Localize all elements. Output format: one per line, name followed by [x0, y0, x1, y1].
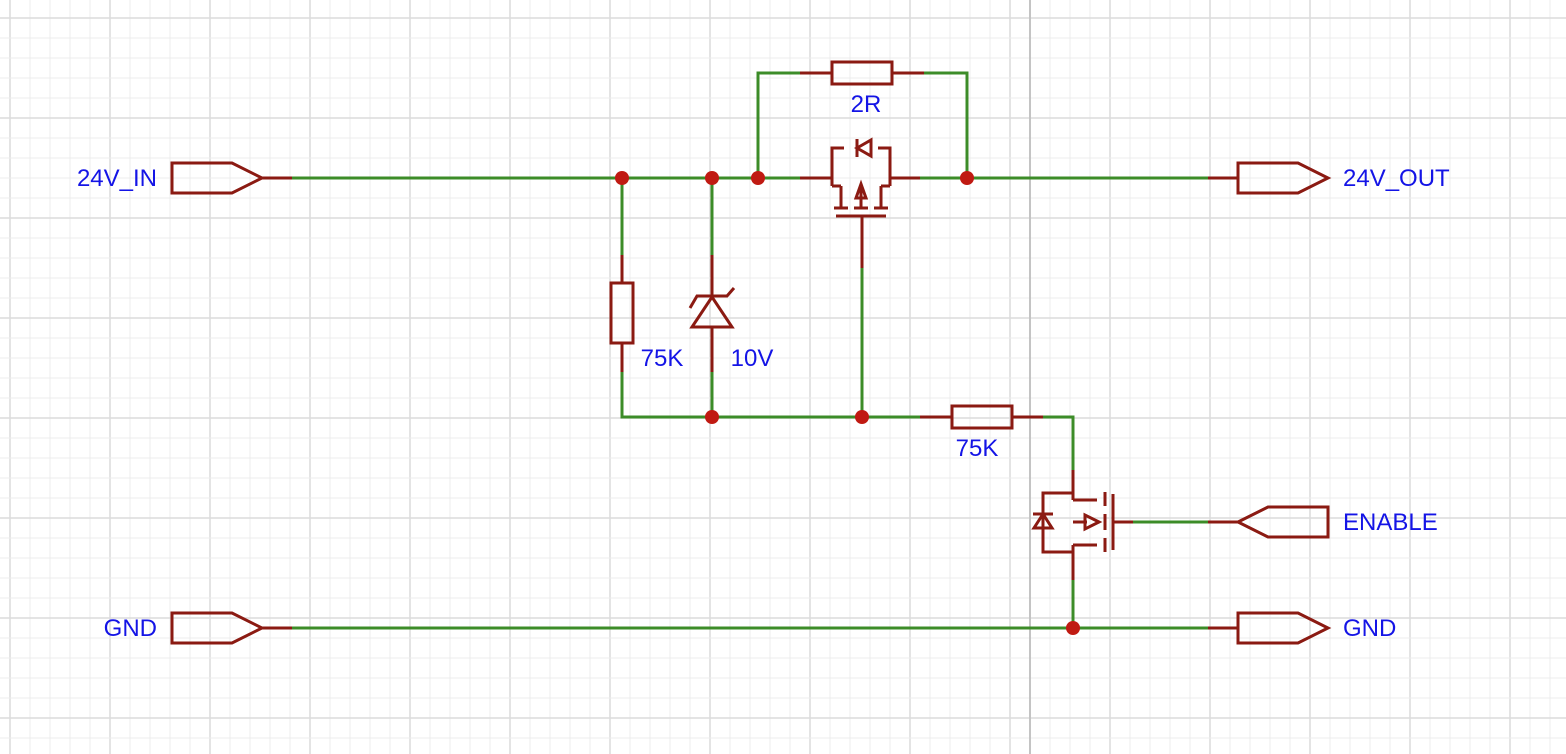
- junction-out-bypass: [960, 171, 974, 185]
- port-gnd-right[interactable]: [1208, 611, 1332, 645]
- components: [609, 60, 1133, 580]
- port-gnd-left[interactable]: [170, 611, 292, 645]
- junction-gate-node: [855, 410, 869, 424]
- junction-in-zener: [705, 171, 719, 185]
- label-gnd-right: GND: [1343, 615, 1396, 642]
- junctions: [615, 171, 1080, 635]
- port-enable[interactable]: [1208, 505, 1330, 539]
- ports: [170, 161, 1332, 645]
- label-bypass-resistor: 2R: [851, 91, 882, 118]
- port-24v-in[interactable]: [170, 161, 292, 195]
- pullup-resistor[interactable]: [609, 255, 635, 372]
- labels: 24V_IN GND 24V_OUT ENABLE GND 2R 75K 10V…: [77, 91, 1450, 642]
- wire-pullup-resistor-bottom[interactable]: [620, 370, 922, 419]
- junction-in-bypass: [751, 171, 765, 185]
- label-series-resistor: 75K: [956, 435, 999, 462]
- p-mosfet[interactable]: [800, 137, 920, 268]
- label-zener-diode: 10V: [731, 345, 774, 372]
- zener-diode[interactable]: [688, 255, 736, 372]
- label-pullup-resistor: 75K: [641, 345, 684, 372]
- junction-zener-node: [705, 410, 719, 424]
- wire-bypass-left[interactable]: [756, 71, 834, 180]
- port-24v-out[interactable]: [1208, 161, 1332, 195]
- junction-in-pullup: [615, 171, 629, 185]
- n-mosfet[interactable]: [1031, 470, 1133, 580]
- series-resistor[interactable]: [920, 404, 1043, 430]
- label-24v-out: 24V_OUT: [1343, 165, 1450, 192]
- junction-gnd-node: [1066, 621, 1080, 635]
- wire-resistor-to-nmos[interactable]: [1041, 415, 1075, 472]
- label-enable: ENABLE: [1343, 509, 1438, 536]
- label-gnd-left: GND: [104, 615, 157, 642]
- label-24v-in: 24V_IN: [77, 165, 157, 192]
- bypass-resistor[interactable]: [800, 60, 924, 86]
